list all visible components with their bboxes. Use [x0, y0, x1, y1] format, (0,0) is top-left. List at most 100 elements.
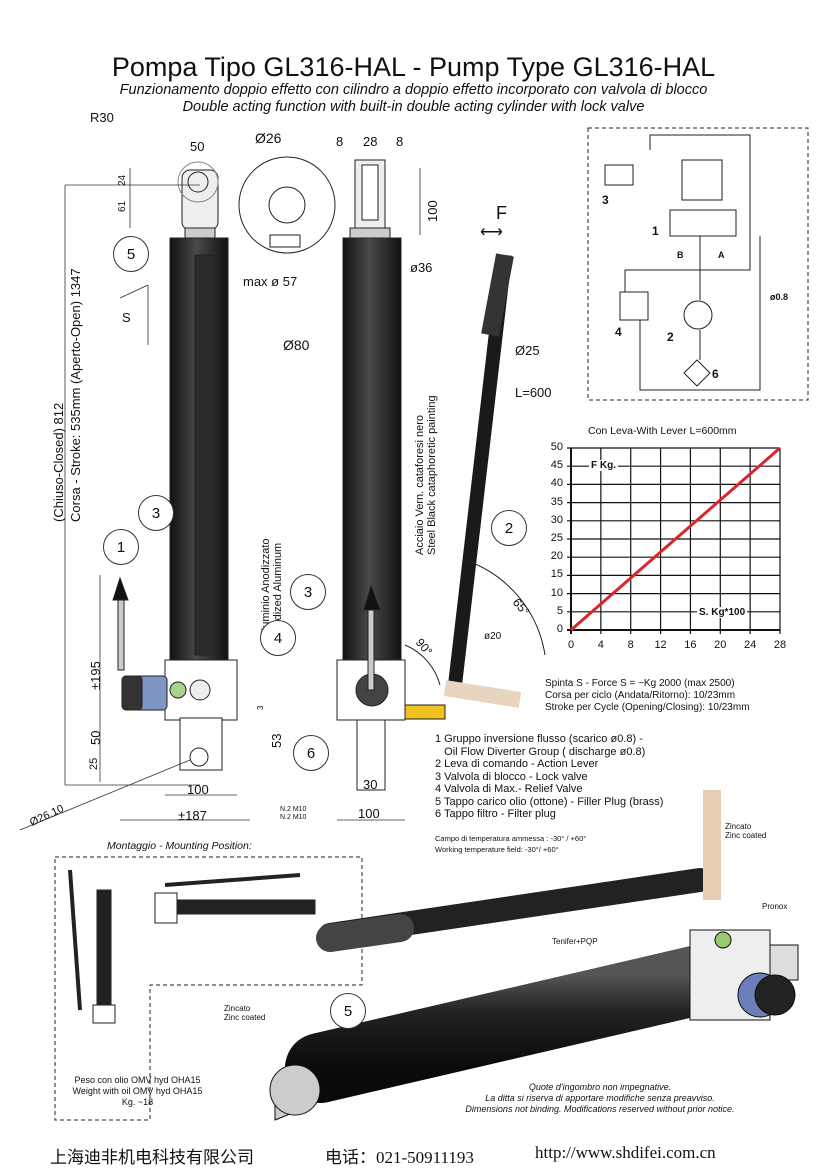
dim-3: 3	[256, 705, 265, 710]
weight-it: Peso con olio OMV hyd OHA15	[74, 1075, 201, 1085]
chart-ylabel: F Kg.	[589, 460, 618, 471]
dim-24: 24	[117, 174, 128, 186]
closed-length: (Chiuso-Closed) 812	[51, 402, 66, 522]
chart-title: Con Leva-With Lever L=600mm	[588, 425, 737, 437]
y-tick-label: 20	[550, 550, 563, 563]
middle-cylinder-view	[336, 159, 546, 791]
x-tick-label: 4	[597, 639, 604, 651]
dim-d25: Ø25	[515, 343, 540, 358]
y-tick-label: 45	[550, 459, 563, 472]
spec-stroke-en: Stroke per Cycle (Opening/Closing): 10/2…	[545, 702, 750, 713]
force-s-label: S	[122, 310, 131, 325]
dim-r30: R30	[90, 110, 114, 125]
dim-8b: 8	[396, 134, 404, 149]
dim-d26: Ø26	[255, 130, 282, 146]
dim-d80: Ø80	[283, 337, 310, 353]
subtitle-italian: Funzionamento doppio effetto con cilindr…	[119, 82, 708, 98]
x-tick-label: 8	[627, 639, 634, 651]
y-tick-label: 5	[556, 604, 563, 617]
parts-item: Oil Flow Diverter Group ( discharge ø0.8…	[435, 745, 646, 758]
callout-4: 4	[260, 620, 296, 656]
dim-25: 25	[88, 757, 100, 770]
material-steel-en: Steel Black cataphoretic painting	[426, 395, 438, 555]
callout-3-right: 3	[290, 574, 326, 610]
material-tenifer: Tenifer+PQP	[552, 937, 598, 946]
double-arrow-icon: ⟷	[480, 224, 503, 241]
x-tick-label: 12	[654, 639, 667, 651]
subtitle-english: Double acting function with built-in dou…	[182, 99, 645, 115]
callout-2: 2	[491, 510, 527, 546]
chart-xlabel: S. Kg*100	[697, 607, 748, 618]
zinc-en: Zinc coated	[224, 1013, 266, 1022]
x-tick-label: 16	[684, 639, 697, 651]
dim-187: ±187	[178, 808, 207, 823]
y-tick-label: 15	[550, 568, 563, 581]
schematic-3: 3	[602, 193, 609, 207]
3d-pump-render	[269, 790, 799, 1121]
left-cylinder-view	[112, 161, 238, 771]
y-tick-label: 25	[550, 532, 563, 544]
dim-l600: L=600	[515, 385, 552, 400]
parts-item: 1 Gruppo inversione flusso (scarico ø0.8…	[435, 733, 643, 745]
material-steel-it: Acciaio Vern. cataforesi nero	[414, 414, 426, 555]
schematic-d08: ø0.8	[770, 292, 789, 302]
dim-d36: ø36	[410, 260, 433, 275]
x-tick-label: 20	[714, 639, 727, 651]
mounting-box	[54, 856, 363, 1121]
parts-item: 4 Valvola di Max.- Relief Valve	[435, 783, 583, 795]
force-chart	[567, 446, 781, 634]
y-tick-label: 40	[550, 477, 563, 490]
schematic-1: 1	[652, 224, 659, 238]
y-tick-label: 35	[550, 495, 563, 508]
y-tick-label: 0	[556, 623, 563, 635]
footer-phone: 电话：021-50911193	[325, 1148, 474, 1167]
weight-en: Weight with oil OMV hyd OHA15	[72, 1086, 203, 1096]
hydraulic-schematic	[587, 127, 809, 401]
footer-company: 上海迪非机电科技有限公司	[50, 1148, 254, 1167]
callout-3-left: 3	[138, 495, 174, 531]
footer-url[interactable]: http://www.shdifei.com.cn	[535, 1143, 716, 1162]
dimension-lines	[19, 168, 421, 831]
mounting-sketches	[68, 869, 316, 1024]
zinc-en: Zinc coated	[725, 831, 767, 840]
y-tick-label: 50	[550, 441, 563, 453]
disclaimer-line: La ditta si riserva di apportare modific…	[485, 1093, 715, 1103]
dim-53: 53	[269, 733, 284, 748]
callout-1: 1	[103, 529, 139, 565]
y-tick-label: 30	[550, 513, 563, 526]
parts-item: 6 Tappo filtro - Filter plug	[435, 808, 556, 820]
parts-list: 1 Gruppo inversione flusso (scarico ø0.8…	[435, 733, 663, 821]
dim-max57: max ø 57	[243, 274, 298, 289]
parts-item: 5 Tappo carico olio (ottone) - Filler Pl…	[435, 795, 664, 808]
dim-28: 28	[363, 134, 378, 149]
mounting-title: Montaggio - Mounting Position:	[107, 840, 252, 852]
dim-50-low: 50	[88, 730, 103, 745]
disclaimer-line: Dimensions not binding. Modifications re…	[465, 1104, 735, 1114]
callout-5-top: 5	[113, 236, 149, 272]
schematic-4: 4	[615, 325, 622, 339]
spec-force: Spinta S - Force S = ~Kg 2000 (max 2500)	[545, 678, 735, 689]
schematic-6: 6	[712, 367, 719, 381]
dim-100-top: 100	[425, 200, 440, 222]
zinc-it: Zincato	[224, 1004, 251, 1013]
dim-d20: ø20	[484, 631, 502, 642]
detail-circle	[238, 156, 336, 254]
dim-8a: 8	[336, 134, 344, 149]
parts-item: 2 Leva di comando - Action Lever	[435, 758, 599, 770]
callout-5-bottom: 5	[330, 993, 366, 1029]
dim-61: 61	[117, 200, 128, 212]
parts-item: 3 Valvola di blocco - Lock valve	[435, 770, 588, 783]
page-title: Pompa Tipo GL316-HAL - Pump Type GL316-H…	[111, 52, 716, 82]
disclaimer-line: Quote d'ingombro non impegnative.	[528, 1082, 672, 1092]
temperature-en: Working temperature field: -30°/ +60°	[435, 845, 559, 854]
disclaimer: Quote d'ingombro non impegnative.La ditt…	[410, 1082, 790, 1115]
thread-m10-a: N.2 M10	[280, 806, 307, 813]
x-tick-label: 24	[744, 639, 757, 651]
thread-m10-b: N.2 M10	[280, 814, 307, 821]
spec-stroke-it: Corsa per ciclo (Andata/Ritorno): 10/23m…	[545, 690, 736, 701]
